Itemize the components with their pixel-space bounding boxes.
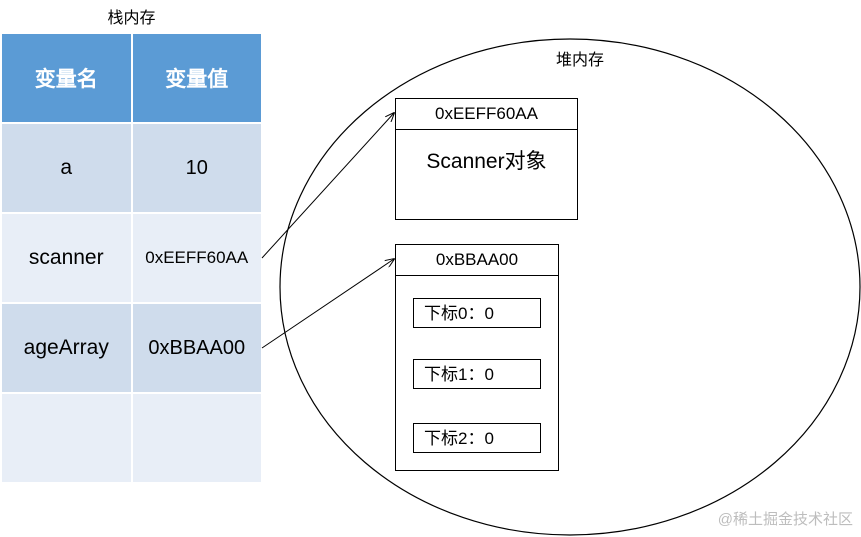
array-index-2: 下标2：0 xyxy=(413,423,541,453)
array-index-0: 下标0：0 xyxy=(413,298,541,328)
scanner-object-address: 0xEEFF60AA xyxy=(396,99,577,130)
header-variable-value: 变量值 xyxy=(130,32,263,124)
variable-name-scanner: scanner xyxy=(0,212,133,304)
array-object-address: 0xBBAA00 xyxy=(396,245,558,276)
variable-value-scanner: 0xEEFF60AA xyxy=(130,212,263,304)
stack-memory-title: 栈内存 xyxy=(107,10,156,27)
table-row xyxy=(0,392,263,484)
variable-name-a: a xyxy=(0,122,133,214)
scanner-object-box: 0xEEFF60AA Scanner对象 xyxy=(395,98,578,220)
table-row: a 10 xyxy=(0,122,263,214)
array-index-1: 下标1：0 xyxy=(413,359,541,389)
variable-value-agearray: 0xBBAA00 xyxy=(130,302,263,394)
watermark: @稀土掘金技术社区 xyxy=(717,511,853,528)
scanner-object-label: Scanner对象 xyxy=(426,150,547,173)
stack-table: 变量名 变量值 a 10 scanner 0xEEFF60AA ageArray… xyxy=(0,32,263,484)
pointer-arrow-agearray xyxy=(261,259,394,349)
table-row: ageArray 0xBBAA00 xyxy=(0,302,263,394)
variable-value-a: 10 xyxy=(130,122,263,214)
array-object-box: 0xBBAA00 下标0：0 下标1：0 下标2：0 xyxy=(395,244,559,471)
table-row: scanner 0xEEFF60AA xyxy=(0,212,263,304)
variable-name-empty xyxy=(0,392,133,484)
header-variable-name: 变量名 xyxy=(0,32,133,124)
variable-value-empty xyxy=(130,392,263,484)
heap-ellipse xyxy=(279,38,861,536)
variable-name-agearray: ageArray xyxy=(0,302,133,394)
pointer-arrow-scanner xyxy=(261,113,394,259)
heap-memory-title: 堆内存 xyxy=(555,52,604,69)
